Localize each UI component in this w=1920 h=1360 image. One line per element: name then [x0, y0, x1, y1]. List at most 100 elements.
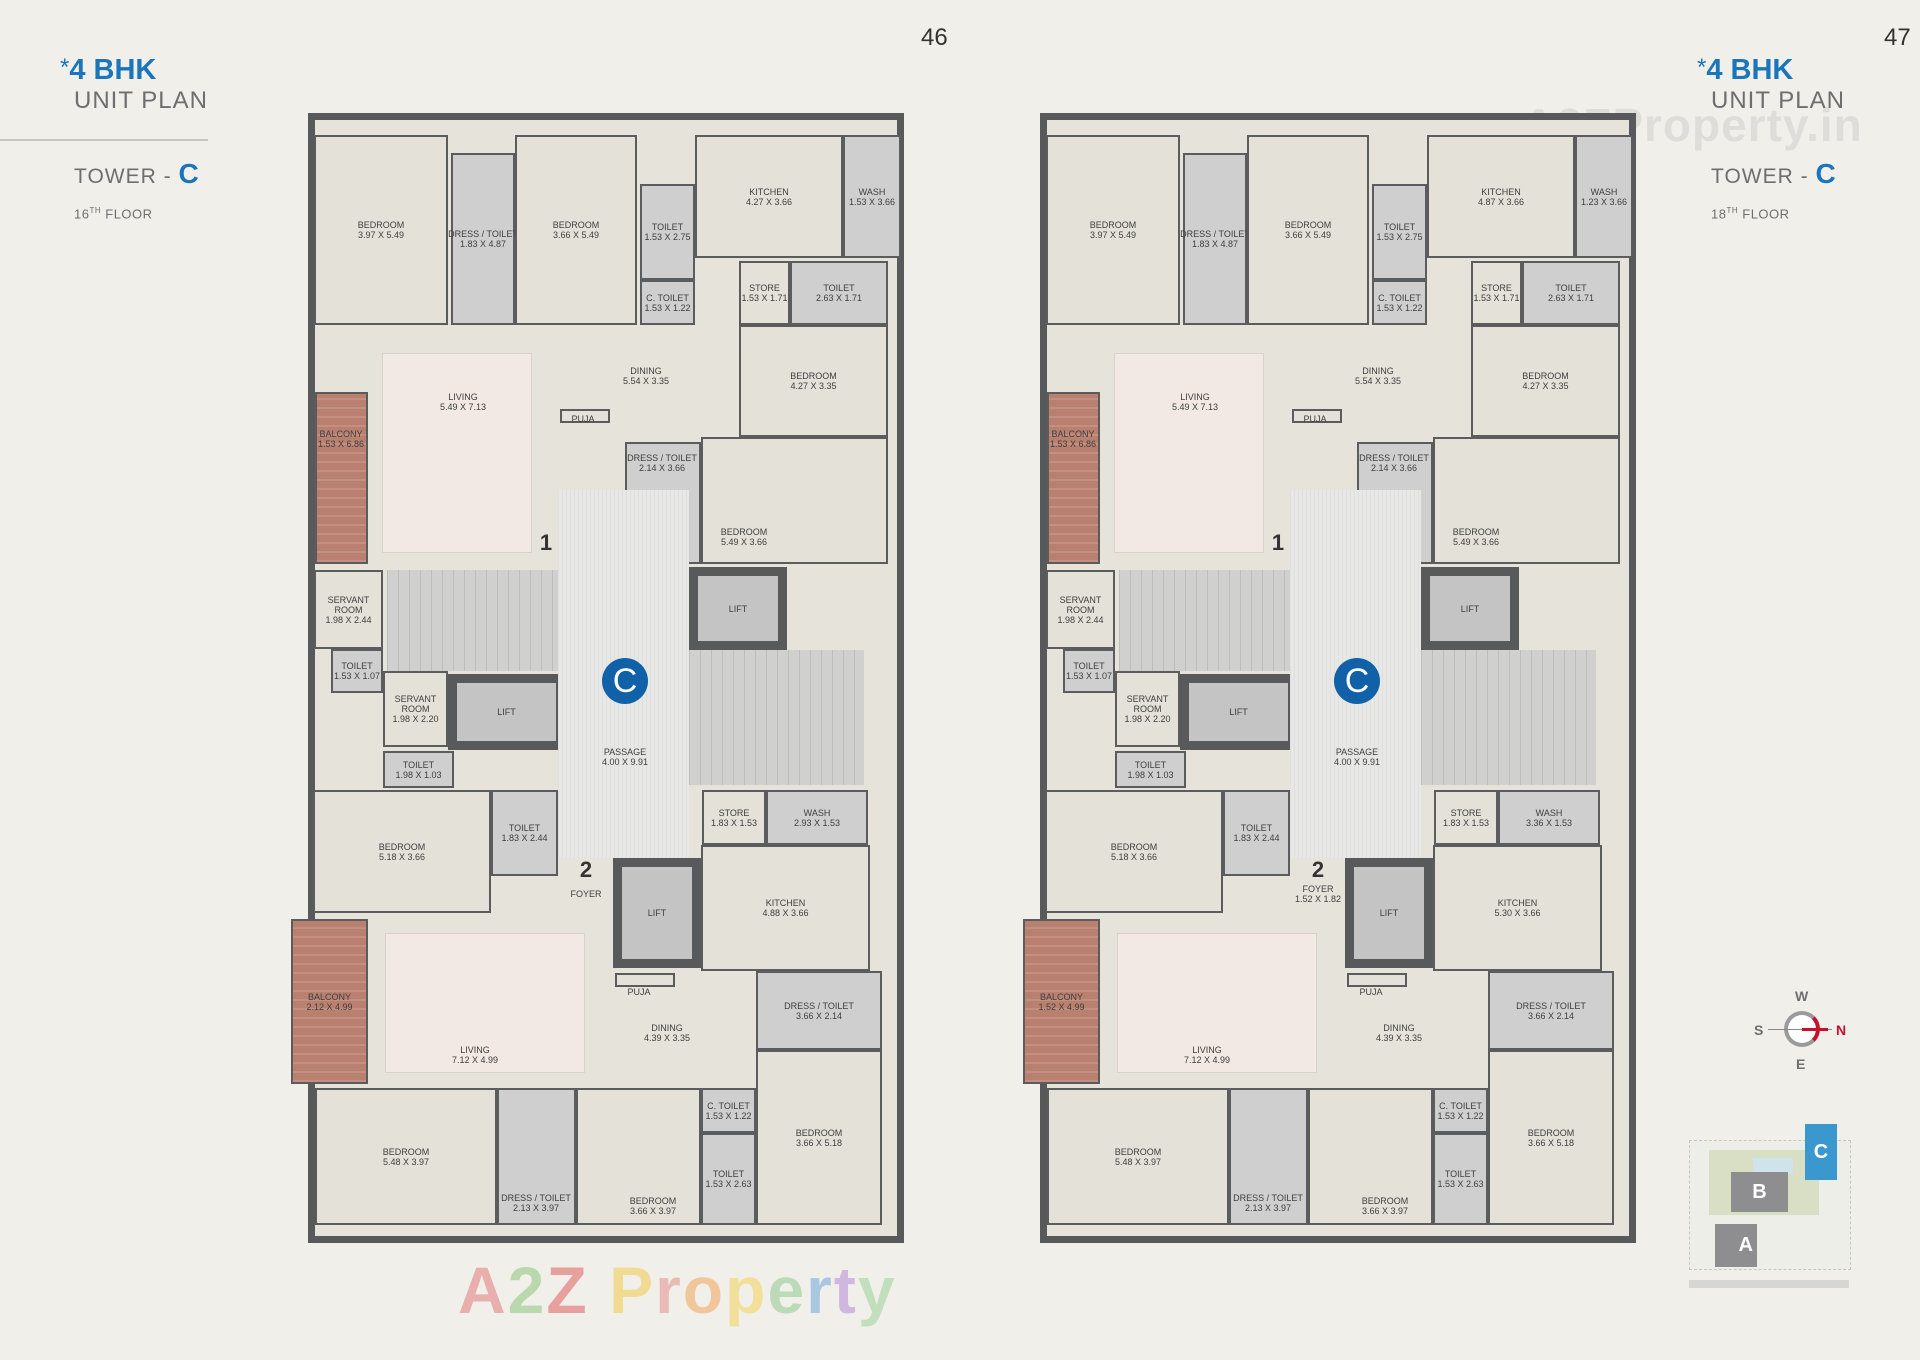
- staircase: [1421, 650, 1596, 785]
- divider: [0, 139, 208, 141]
- room-dimensions: 1.98 X 1.03: [1127, 769, 1174, 780]
- room-dimensions: 5.49 X 3.66: [1452, 537, 1500, 547]
- room-dimensions: 2.14 X 3.66: [1370, 463, 1418, 473]
- room-dimensions: 1.53 X 1.07: [333, 671, 381, 681]
- room-name: BALCONY: [319, 429, 363, 439]
- room-dimensions: 3.66 X 5.18: [795, 1137, 843, 1148]
- room-dimensions: 5.49 X 7.13: [1171, 402, 1219, 412]
- room-wash: [1498, 790, 1600, 845]
- room-balcony: [291, 919, 368, 1084]
- room-dimensions: 3.66 X 3.97: [1361, 1206, 1409, 1216]
- site-road: [1689, 1280, 1849, 1288]
- room-living: [385, 933, 585, 1073]
- room-toilet: [790, 261, 888, 325]
- room-kitchen: [1427, 135, 1575, 258]
- staircase: [1119, 570, 1290, 671]
- unit-plan-subtitle: UNIT PLAN: [1711, 87, 1845, 114]
- room-dimensions: 1.98 X 2.44: [325, 614, 372, 625]
- room-dimensions: 5.48 X 3.97: [1114, 1156, 1162, 1167]
- room-label: LIFT: [1461, 604, 1480, 614]
- tower-a-block: A: [1715, 1224, 1757, 1267]
- room-dimensions: 4.87 X 3.66: [1477, 196, 1525, 207]
- room-kitchen: [1433, 845, 1602, 971]
- room-name: STORE: [1450, 807, 1482, 818]
- room-name: C. TOILET: [1378, 292, 1421, 303]
- brand-letter: o: [682, 1253, 726, 1327]
- room-dimensions: 3.66 X 2.14: [1527, 1010, 1575, 1021]
- room-label: LIFT: [729, 604, 748, 614]
- floor-suffix: TH: [1726, 206, 1739, 215]
- room-dimensions: 1.83 X 2.44: [501, 833, 548, 843]
- room-bedroom: [1047, 1088, 1229, 1225]
- compass-north: N: [1836, 1022, 1847, 1038]
- brand-letter: t: [833, 1253, 858, 1327]
- compass-needle-icon: [1768, 1029, 1832, 1030]
- floor-label: 16TH FLOOR: [74, 206, 153, 221]
- room-name: SERVANT ROOM: [327, 594, 370, 615]
- room-bedroom: [576, 1088, 701, 1225]
- brand-letter: Z: [546, 1253, 589, 1327]
- room-dimensions: 7.12 X 4.99: [451, 1055, 499, 1065]
- room-label: LIFT: [1380, 908, 1399, 918]
- room-name: BEDROOM: [1089, 220, 1137, 230]
- room-dress-toilet: [497, 1088, 576, 1225]
- room-dimensions: 4.00 X 9.91: [1333, 757, 1381, 767]
- room-dimensions: 1.53 X 2.63: [1437, 1179, 1484, 1189]
- room-dimensions: 5.48 X 3.97: [382, 1156, 430, 1167]
- room-name: TOILET: [1444, 1169, 1477, 1179]
- room-balcony: [1023, 919, 1100, 1084]
- room-toilet: [1433, 1133, 1488, 1225]
- room-living: [1114, 353, 1264, 553]
- room-label: PUJA: [571, 414, 594, 424]
- room-dimensions: 1.83 X 4.87: [1191, 239, 1239, 249]
- room-dimensions: 5.54 X 3.35: [622, 376, 670, 386]
- room-wash: [1575, 135, 1633, 258]
- room-lift: [689, 567, 787, 650]
- room-toilet: [1522, 261, 1620, 325]
- brand-watermark: A2Z Property: [458, 1252, 897, 1328]
- room-dimensions: 2.14 X 3.66: [638, 463, 686, 473]
- room-toilet: [491, 790, 558, 876]
- room-bedroom: [1471, 325, 1620, 437]
- room-bedroom: [1488, 1050, 1614, 1225]
- room-dimensions: 1.23 X 3.66: [1580, 196, 1628, 207]
- brand-letter: r: [655, 1253, 683, 1327]
- room-name: DRESS / TOILET: [1516, 1000, 1586, 1011]
- room-name: BEDROOM: [1452, 527, 1500, 537]
- room-bedroom: [1045, 790, 1223, 913]
- floor-number: 18: [1711, 206, 1727, 222]
- room-name: LIVING: [1192, 1045, 1222, 1055]
- room-name: PUJA: [1359, 987, 1383, 997]
- room-label: PUJA: [1359, 987, 1382, 997]
- brand-letter: A: [458, 1253, 508, 1327]
- brand-letter: [589, 1253, 609, 1327]
- tower-prefix: TOWER -: [1711, 165, 1816, 188]
- room-dimensions: 3.36 X 1.53: [1525, 817, 1573, 828]
- room-name: TOILET: [341, 661, 373, 671]
- room-dimensions: 2.13 X 3.97: [512, 1203, 560, 1213]
- unit-plan-subtitle: UNIT PLAN: [74, 87, 208, 114]
- room-name: PUJA: [627, 987, 651, 997]
